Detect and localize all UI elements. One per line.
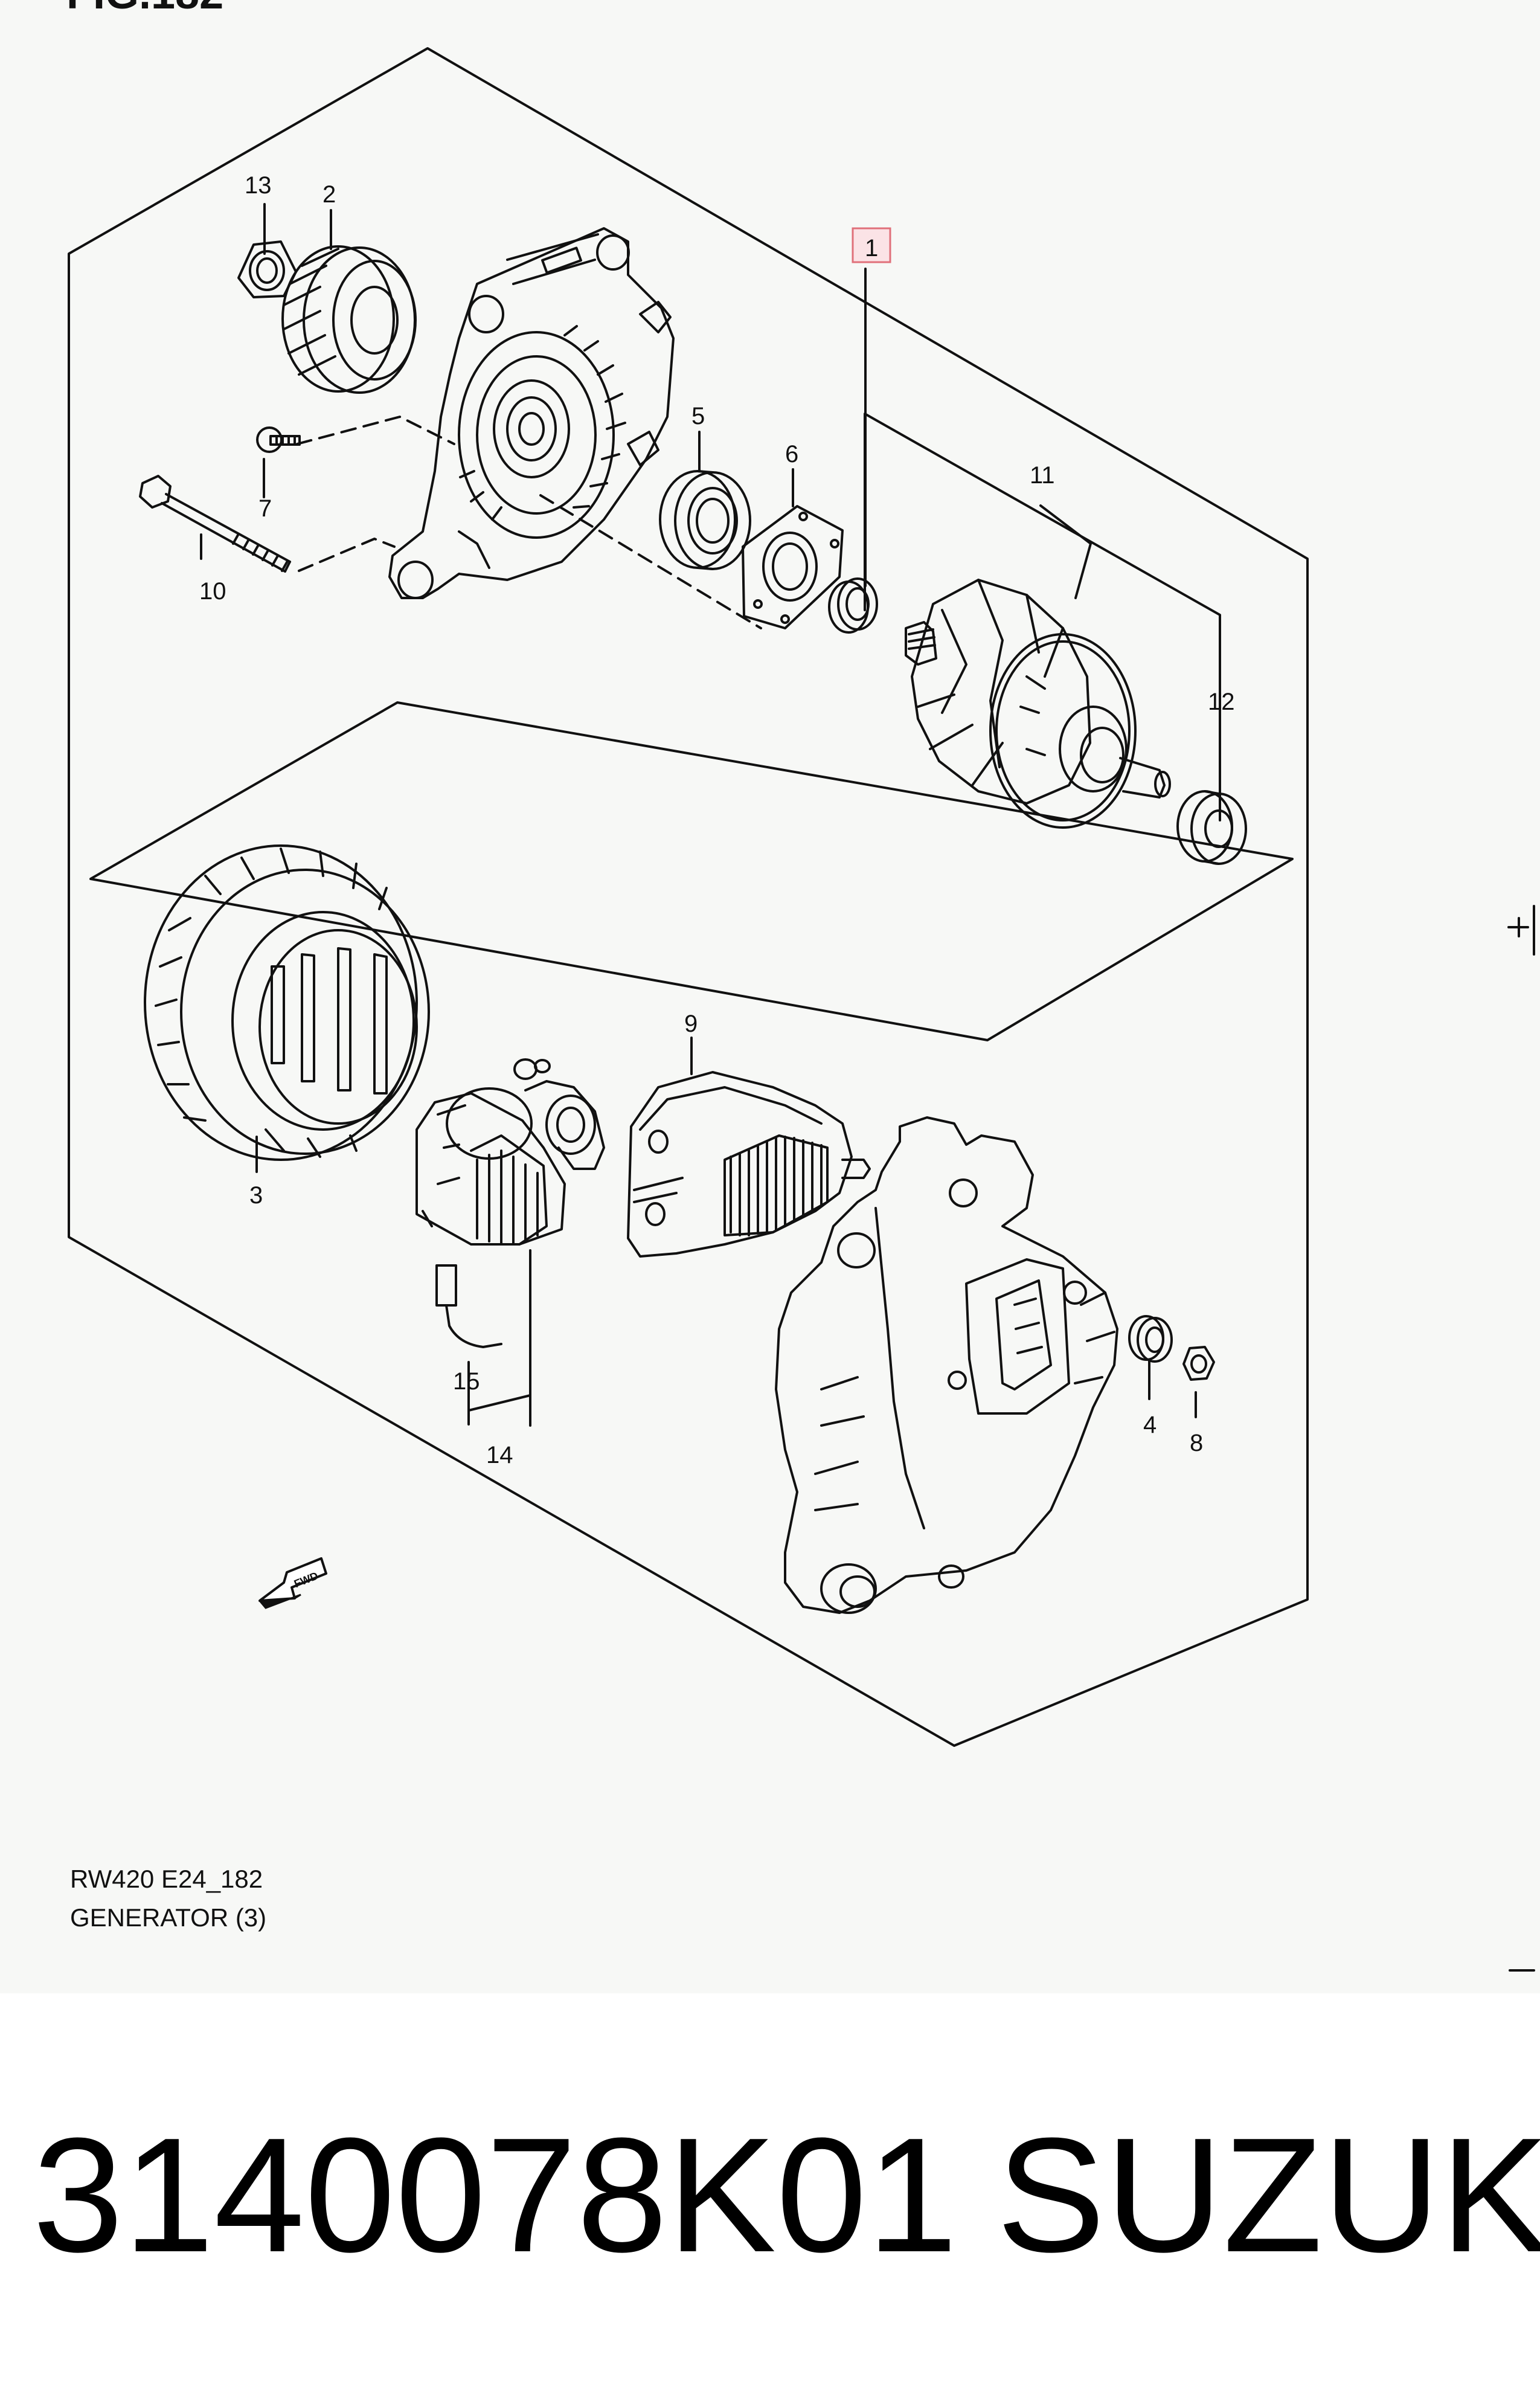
ring-part-4 [1128, 1315, 1173, 1363]
callout-12[interactable]: 12 [1208, 689, 1235, 715]
callout-4[interactable]: 4 [1143, 1412, 1157, 1438]
brand-name: SUZUKI [996, 2104, 1540, 2286]
figure-name: GENERATOR (3) [70, 1903, 267, 1932]
retainer-plate-part-6 [742, 505, 844, 629]
part-footer: 3140078K01 SUZUKI [0, 2011, 1540, 2392]
brush-part-15 [435, 1264, 502, 1348]
figure-code: RW420 E24_182 [70, 1865, 263, 1893]
front-frame [388, 227, 675, 599]
callout-14[interactable]: 14 [486, 1442, 513, 1468]
highlighted-callout-box[interactable] [852, 227, 891, 263]
bearing-part-12 [1176, 790, 1247, 865]
callout-6[interactable]: 6 [785, 441, 798, 468]
regulator-part-14 [415, 1058, 605, 1246]
callout-3[interactable]: 3 [249, 1182, 263, 1209]
rear-frame [775, 1116, 1118, 1614]
diagram-panel: FIG.182 [66, 0, 1535, 1972]
stator-part-3 [144, 844, 430, 1161]
rectifier-part-9 [627, 1071, 871, 1258]
nut-part-8 [1182, 1346, 1215, 1381]
callout-15[interactable]: 15 [453, 1368, 480, 1395]
bearing-part-5 [659, 470, 751, 570]
fwd-direction-arrow: FWD [258, 1557, 327, 1609]
bolt-part-10 [139, 475, 291, 573]
callout-1[interactable]: 1 [865, 235, 878, 262]
callout-2[interactable]: 2 [322, 181, 336, 208]
pulley-part-2 [281, 245, 417, 394]
exploded-view-diagram: FIG.182 [66, 0, 1535, 1972]
rotor-part-11 [905, 579, 1171, 829]
callout-11[interactable]: 11 [1030, 462, 1055, 489]
stator-rotor-group-outline [89, 701, 1294, 1041]
callout-13[interactable]: 13 [245, 172, 272, 199]
callout-9[interactable]: 9 [684, 1011, 698, 1037]
callout-10[interactable]: 10 [199, 578, 226, 605]
callout-5[interactable]: 5 [691, 403, 705, 429]
callout-8[interactable]: 8 [1190, 1430, 1203, 1456]
figure-title: FIG.182 [66, 0, 223, 18]
spacer-ring [828, 577, 878, 634]
callout-7[interactable]: 7 [258, 495, 272, 522]
part-number: 3140078K01 [33, 2104, 958, 2286]
assembly-outline [68, 47, 1309, 1747]
screw-part-7 [256, 426, 301, 453]
